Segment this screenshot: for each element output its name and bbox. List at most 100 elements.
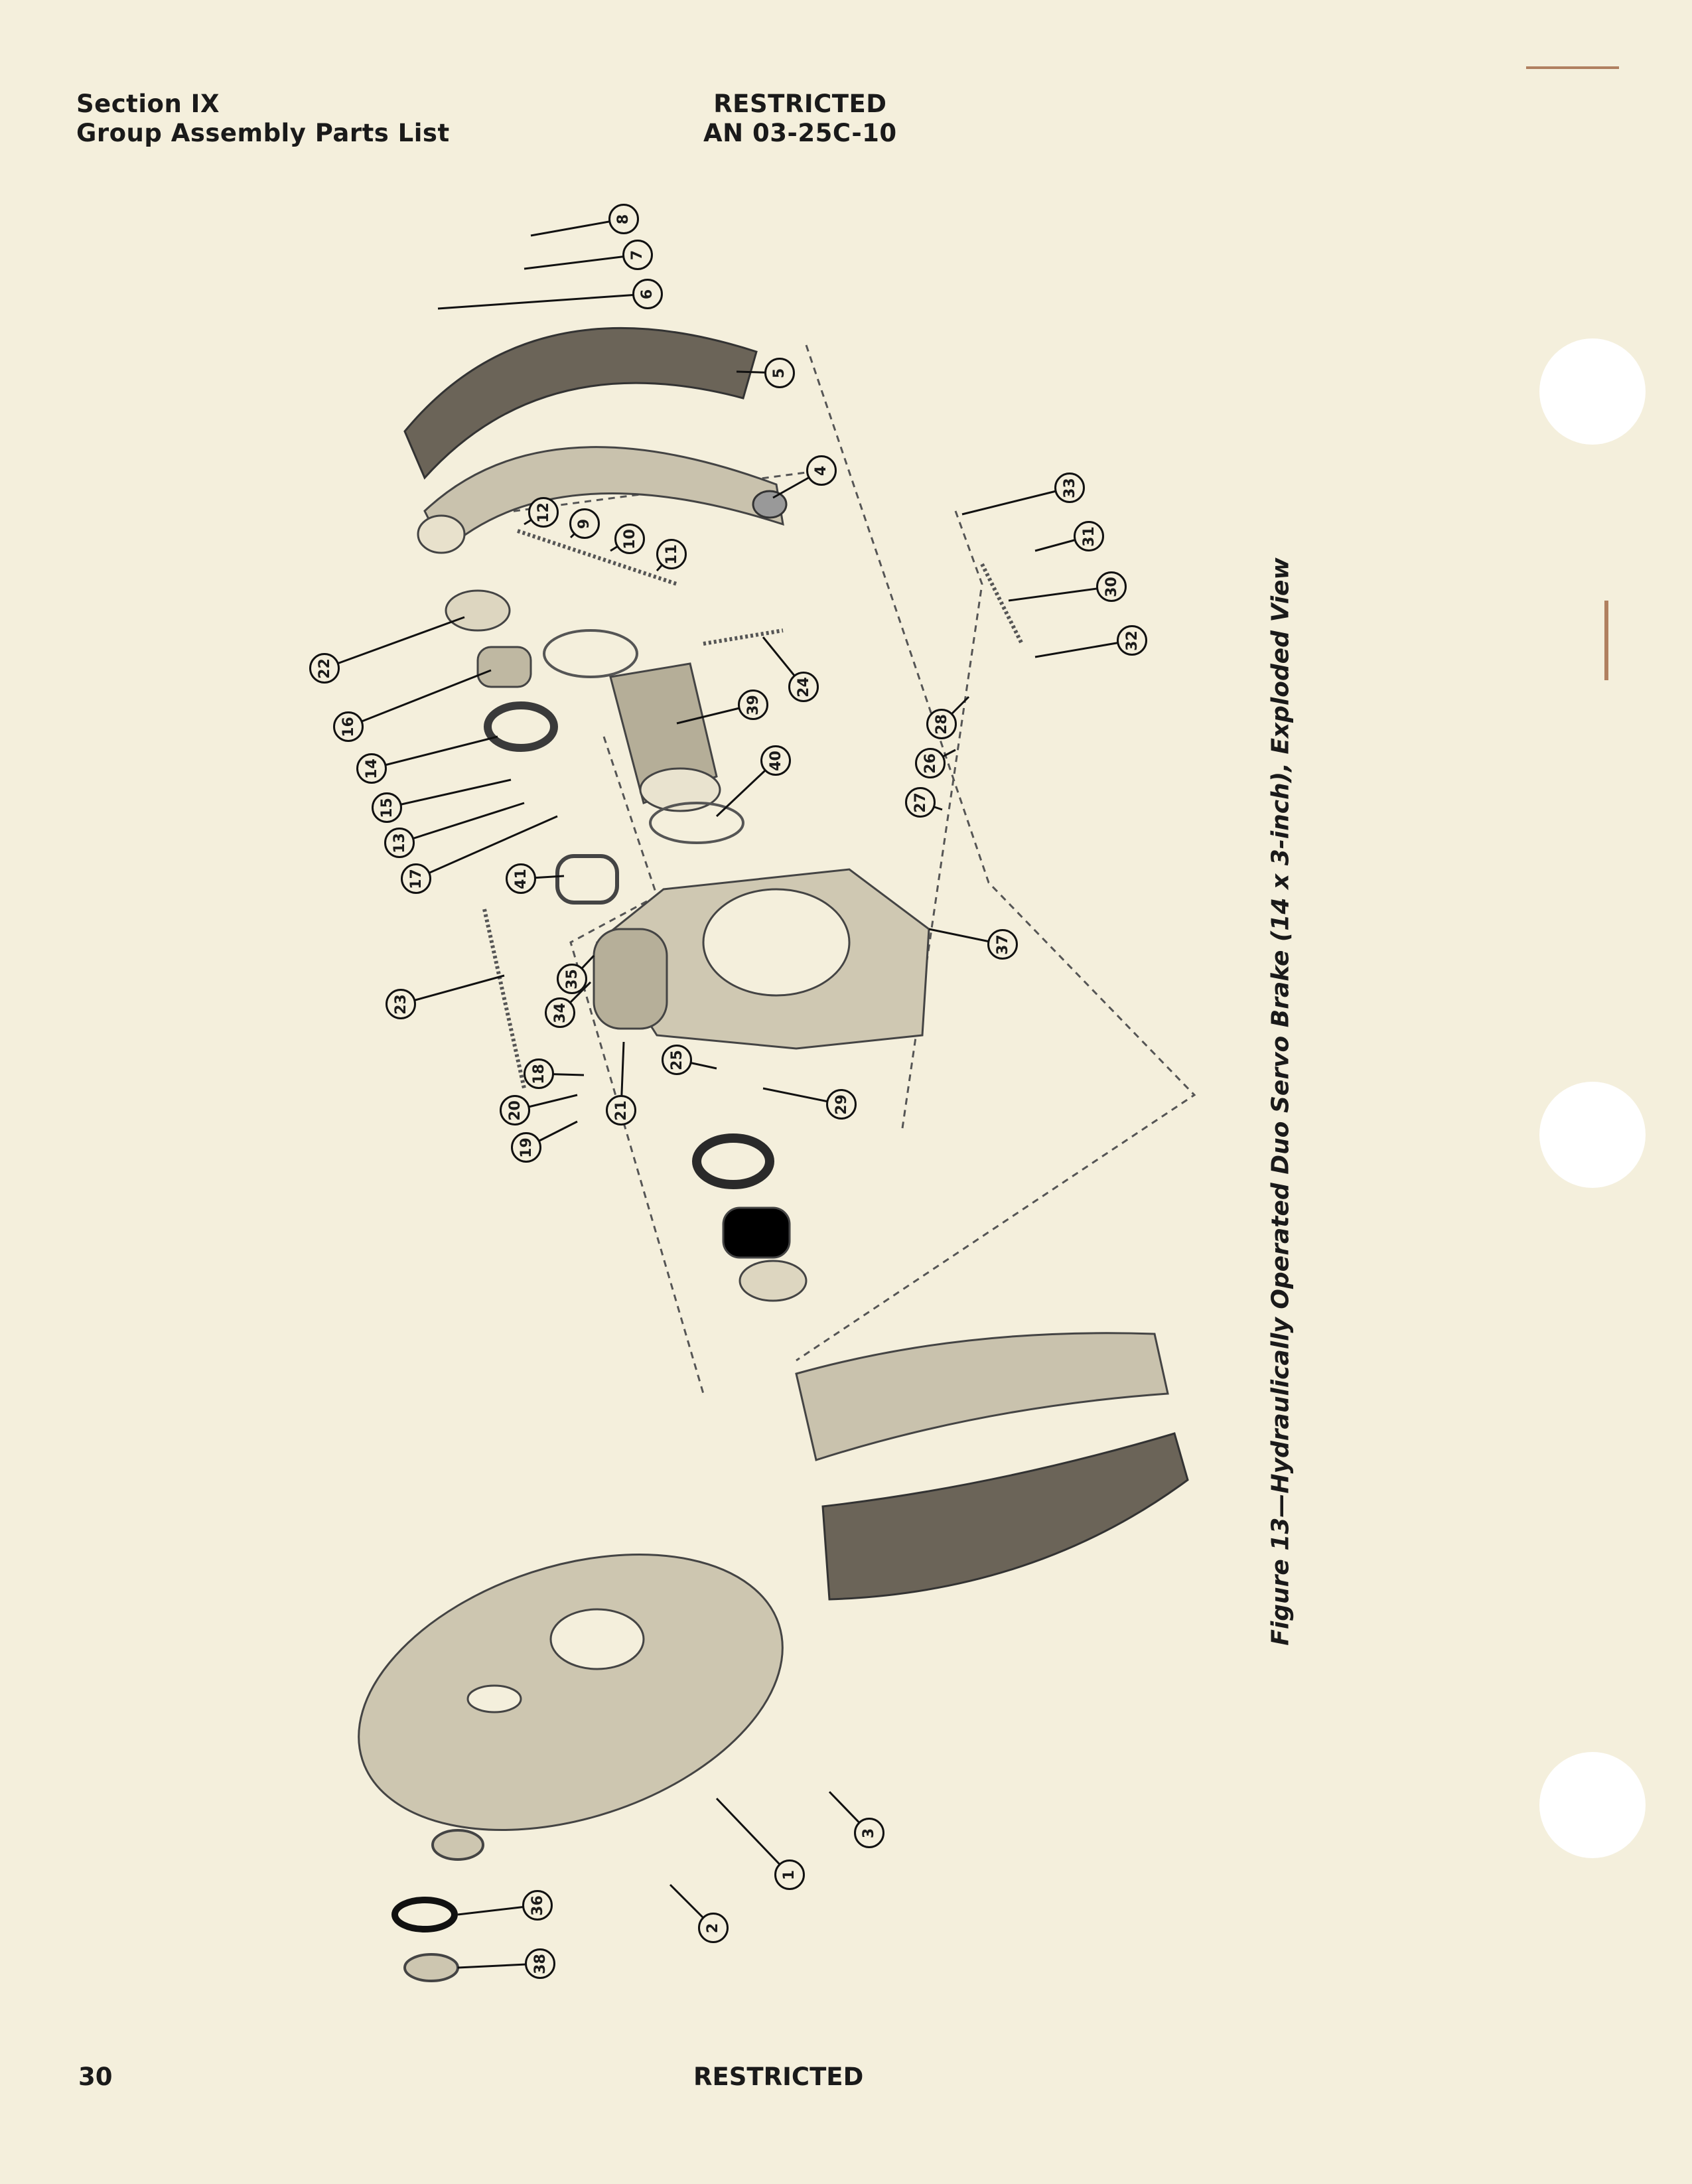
callout-13: 13 — [384, 828, 415, 858]
callout-22: 22 — [309, 653, 340, 684]
leader-line-14 — [371, 735, 498, 770]
callout-28: 28 — [926, 709, 957, 739]
header-right: RESTRICTED AN 03-25C-10 — [703, 90, 897, 148]
callout-number: 25 — [668, 1049, 685, 1070]
callout-29: 29 — [826, 1089, 857, 1120]
return-spring — [703, 628, 784, 646]
brake-shoe-upper — [423, 446, 784, 553]
callout-11: 11 — [656, 539, 687, 569]
callout-8: 8 — [608, 204, 639, 234]
callout-26: 26 — [915, 748, 946, 778]
callout-number: 16 — [340, 716, 357, 737]
header-left: Section IX Group Assembly Parts List — [76, 90, 450, 148]
callout-5: 5 — [764, 358, 795, 388]
cup — [476, 646, 532, 688]
leader-line-33 — [961, 486, 1070, 516]
section-label: Section IX — [76, 90, 220, 118]
gasket-ring — [391, 1897, 458, 1932]
figure-caption: Figure 13—Hydraulically Operated Duo Ser… — [1267, 557, 1295, 1646]
brake-lining-lower — [821, 1432, 1189, 1601]
leader-line-17 — [415, 815, 558, 880]
callout-40: 40 — [760, 745, 791, 776]
binder-hole — [1539, 1082, 1646, 1188]
piston — [445, 589, 511, 632]
backing-plate — [358, 1554, 784, 1831]
leader-line-15 — [386, 778, 512, 809]
callout-31: 31 — [1074, 521, 1104, 551]
callout-number: 7 — [629, 250, 646, 260]
callout-number: 22 — [316, 658, 333, 679]
callout-10: 10 — [614, 524, 645, 554]
callout-1: 1 — [774, 1859, 805, 1890]
callout-41: 41 — [506, 863, 536, 894]
retracting-spring — [482, 909, 526, 1089]
callout-number: 31 — [1080, 526, 1097, 547]
binder-hole — [1539, 338, 1646, 445]
leader-line-13 — [399, 802, 525, 844]
callout-number: 35 — [563, 968, 581, 989]
callout-number: 39 — [744, 694, 762, 715]
callout-16: 16 — [333, 711, 364, 742]
callout-number: 17 — [407, 868, 425, 889]
inspection-cover — [431, 1829, 484, 1861]
document-number: AN 03-25C-10 — [703, 119, 897, 147]
callout-number: 24 — [795, 676, 812, 697]
callout-number: 41 — [512, 868, 529, 889]
callout-23: 23 — [386, 989, 416, 1019]
callout-35: 35 — [557, 964, 587, 994]
binder-hole — [1539, 1752, 1646, 1858]
callout-19: 19 — [511, 1132, 541, 1163]
callout-number: 27 — [912, 792, 929, 813]
leader-line-6 — [437, 293, 648, 310]
callout-number: 26 — [922, 753, 939, 774]
callout-number: 1 — [781, 1869, 798, 1880]
callout-17: 17 — [401, 863, 431, 894]
page-mark — [1526, 66, 1619, 69]
callout-9: 9 — [569, 508, 600, 539]
callout-30: 30 — [1096, 571, 1127, 602]
callout-number: 36 — [529, 1895, 546, 1916]
callout-20: 20 — [500, 1095, 530, 1126]
callout-number: 29 — [833, 1094, 850, 1115]
callout-7: 7 — [622, 240, 653, 270]
footer-classification: RESTRICTED — [693, 2063, 864, 2091]
callout-18: 18 — [524, 1058, 554, 1089]
page-number: 30 — [78, 2063, 113, 2091]
adjusting-screw — [980, 563, 1024, 645]
page-mark — [1604, 601, 1608, 680]
callout-number: 30 — [1103, 576, 1120, 597]
callout-36: 36 — [522, 1890, 553, 1921]
callout-number: 19 — [518, 1137, 535, 1158]
gasket — [543, 629, 638, 678]
assembly-guide-lines — [464, 344, 1196, 1394]
callout-25: 25 — [662, 1045, 692, 1075]
callout-38: 38 — [525, 1948, 555, 1979]
callout-number: 6 — [639, 289, 656, 299]
callout-number: 21 — [612, 1100, 630, 1121]
callout-2: 2 — [698, 1913, 729, 1943]
adjuster-spring — [517, 529, 677, 586]
spring-coil — [555, 854, 619, 905]
callout-number: 5 — [771, 368, 788, 378]
callout-number: 4 — [813, 465, 830, 476]
leader-line-8 — [530, 218, 624, 237]
callout-number: 13 — [391, 832, 408, 853]
callout-number: 15 — [378, 797, 395, 818]
section-subtitle: Group Assembly Parts List — [76, 119, 450, 147]
callout-39: 39 — [738, 690, 768, 720]
leader-line-1 — [715, 1797, 791, 1876]
callout-number: 40 — [767, 750, 784, 771]
callout-15: 15 — [372, 792, 402, 823]
callout-37: 37 — [987, 929, 1018, 960]
brake-lining-upper — [403, 327, 758, 480]
callout-34: 34 — [545, 997, 575, 1028]
callout-number: 3 — [861, 1828, 878, 1838]
callout-12: 12 — [528, 497, 559, 528]
leader-line-7 — [524, 254, 638, 270]
callout-3: 3 — [854, 1818, 884, 1848]
callout-number: 38 — [531, 1953, 549, 1974]
leader-line-32 — [1034, 639, 1133, 658]
callout-27: 27 — [905, 787, 936, 818]
leader-line-16 — [348, 669, 492, 728]
